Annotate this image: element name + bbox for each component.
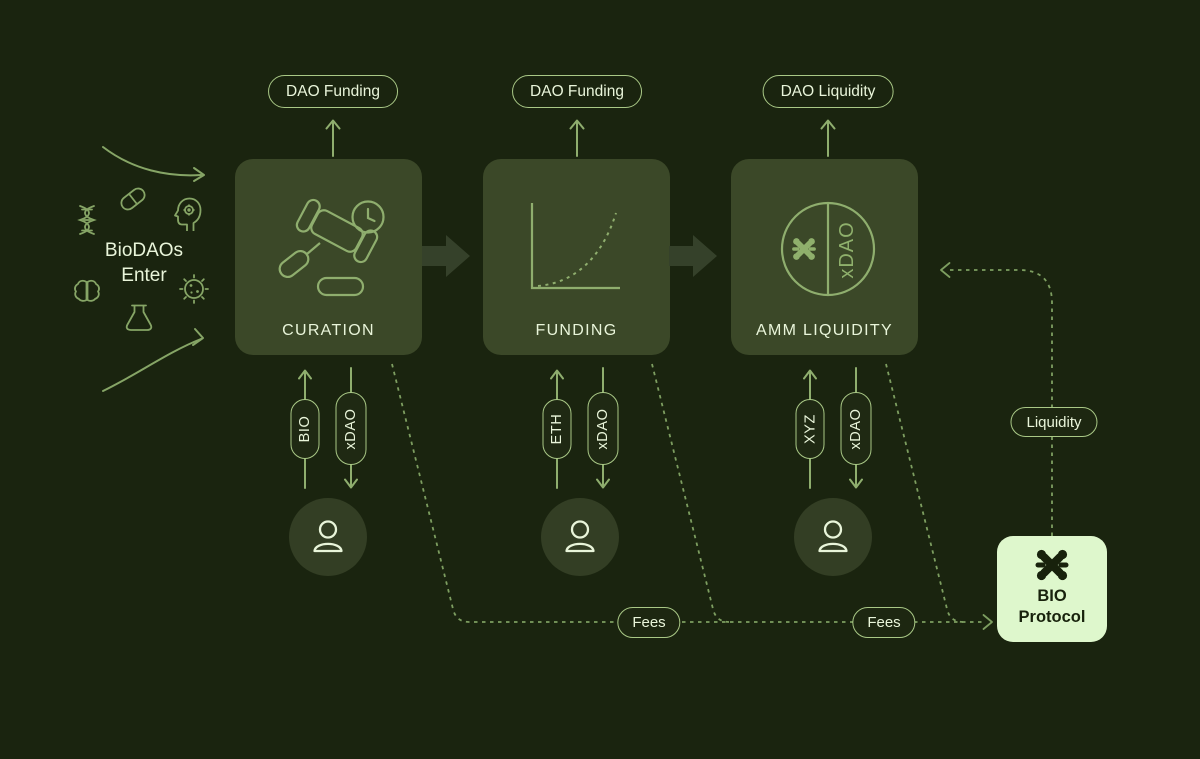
- person-icon: [818, 520, 848, 553]
- dao-liquidity-arrow: [820, 119, 836, 157]
- xdao-token-pill-2: xDAO: [587, 392, 619, 465]
- dao-liquidity-pill-label: DAO Liquidity: [780, 82, 876, 100]
- person-icon: [565, 520, 595, 553]
- xdao-token-pill-3: xDAO: [840, 392, 872, 465]
- eth-token-label: ETH: [549, 413, 565, 445]
- pill-icon: [120, 187, 146, 211]
- amm-liquidity-box: AMM LIQUIDITY: [731, 159, 918, 355]
- flask-icon: [125, 304, 153, 331]
- dna-icon: [77, 205, 97, 235]
- dao-funding-pill-1: DAO Funding: [268, 75, 398, 108]
- fees-flow-path: [391, 363, 986, 623]
- funding-label: FUNDING: [535, 322, 618, 339]
- dao-funding-pill-1-label: DAO Funding: [286, 82, 380, 100]
- xdao-token-label-1: xDAO: [343, 407, 360, 450]
- bio-protocol-line2: Protocol: [1018, 608, 1086, 626]
- dao-liquidity-pill: DAO Liquidity: [762, 75, 894, 108]
- xyz-token-label: XYZ: [802, 414, 818, 444]
- dao-funding-arrow-1: [325, 119, 341, 157]
- fees-arrowhead: [982, 614, 993, 630]
- liquidity-flow-path: [947, 269, 1053, 536]
- xdao-token-pill-1: xDAO: [335, 392, 367, 465]
- person-icon: [313, 520, 343, 553]
- fees-pill-1: Fees: [617, 607, 681, 638]
- fees-pill-1-label: Fees: [632, 614, 666, 631]
- fees-pill-2: Fees: [852, 607, 916, 638]
- liquidity-pill: Liquidity: [1010, 407, 1098, 437]
- bio-protocol-label: BIO Protocol: [1019, 586, 1086, 628]
- curation-box: CURATION: [235, 159, 422, 355]
- dao-funding-pill-2-label: DAO Funding: [530, 82, 624, 100]
- liquidity-arrowhead: [940, 262, 951, 278]
- curved-arrow-bottom: [102, 328, 204, 392]
- liquidity-pill-label: Liquidity: [1026, 413, 1082, 431]
- person-circle-3: [794, 498, 872, 576]
- biodaos-enter-text: BioDAOs Enter: [84, 238, 204, 288]
- dao-funding-arrow-2: [569, 119, 585, 157]
- fees-pill-2-label: Fees: [867, 614, 901, 631]
- flow-arrow-funding-amm: [669, 235, 717, 277]
- biodaos-line2: Enter: [121, 265, 167, 286]
- xdao-token-label-3: xDAO: [848, 407, 865, 450]
- amm-liquidity-label: AMM LIQUIDITY: [756, 322, 893, 339]
- bio-token-label: BIO: [297, 415, 313, 443]
- dao-funding-pill-2: DAO Funding: [512, 75, 642, 108]
- person-circle-2: [541, 498, 619, 576]
- bio-token-pill: BIO: [290, 399, 320, 459]
- bio-protocol-box: BIO Protocol: [997, 536, 1107, 642]
- bio-protocol-line1: BIO: [1037, 587, 1067, 605]
- curved-arrow-top: [102, 146, 205, 182]
- xyz-token-pill: XYZ: [795, 399, 825, 459]
- funding-box: FUNDING: [483, 159, 670, 355]
- curation-label: CURATION: [282, 322, 375, 339]
- biodaos-line1: BioDAOs: [104, 240, 184, 261]
- person-circle-1: [289, 498, 367, 576]
- eth-token-pill: ETH: [542, 399, 572, 459]
- flow-arrow-curation-funding: [422, 235, 470, 277]
- head-ai-icon: [174, 197, 202, 231]
- token-arrows: [298, 367, 863, 489]
- xdao-token-label-2: xDAO: [595, 407, 612, 450]
- bio-asterisk-icon: [1035, 549, 1069, 581]
